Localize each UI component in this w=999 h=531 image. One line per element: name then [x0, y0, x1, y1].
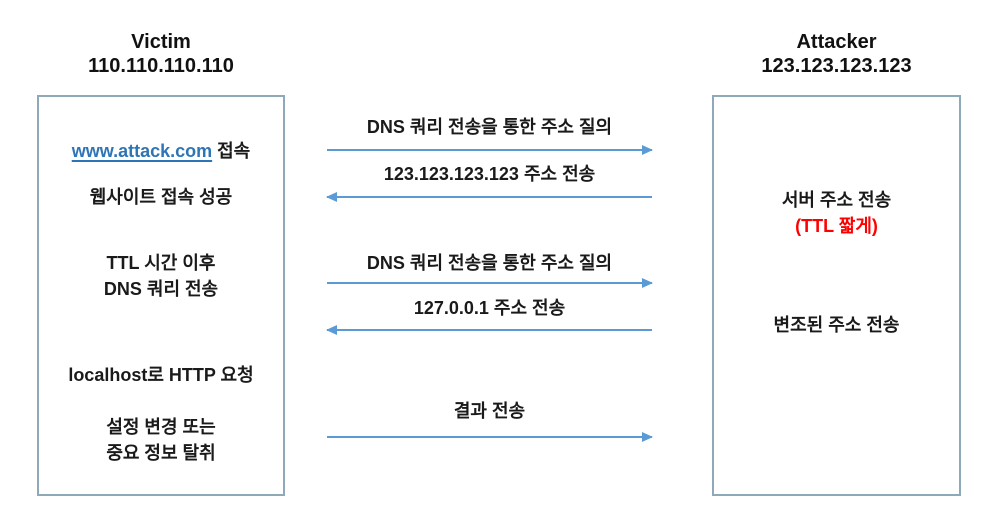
victim-title: Victim [131, 31, 191, 53]
victim-step-localhost-http: localhost로 HTTP 요청 [68, 365, 254, 385]
message-label-dns-query-1: DNS 쿼리 전송을 통한 주소 질의 [366, 117, 613, 137]
message-label-result: 결과 전송 [453, 401, 526, 421]
victim-step-result-line2: 중요 정보 탈취 [106, 443, 216, 463]
attacker-title-block: Attacker 123.123.123.123 [712, 30, 961, 78]
victim-title-block: Victim 110.110.110.110 [37, 30, 285, 78]
victim-ip: 110.110.110.110 [88, 55, 234, 77]
arrow-left-addr-response-1 [326, 192, 652, 202]
attacker-step-send-server-addr: 서버 주소 전송 (TTL 짧게) [714, 187, 959, 239]
attack-site-link-suffix: 접속 [212, 141, 251, 161]
victim-step-result: 설정 변경 또는 중요 정보 탈취 [39, 414, 283, 466]
arrow-right-dns-query-2 [327, 278, 653, 288]
victim-step-connect: www.attack.com 접속 [39, 138, 283, 164]
message-label-addr-response-1: 123.123.123.123 주소 전송 [383, 164, 596, 184]
message-label-dns-query-2: DNS 쿼리 전송을 통한 주소 질의 [366, 253, 613, 273]
victim-step-website-success: 웹사이트 접속 성공 [89, 187, 233, 207]
arrow-left-addr-response-2 [326, 325, 652, 335]
victim-step-ttl-line2: DNS 쿼리 전송 [103, 279, 219, 299]
attacker-step-send-server-addr-line1: 서버 주소 전송 [781, 190, 892, 210]
arrow-right-result [327, 432, 653, 442]
attacker-box: 서버 주소 전송 (TTL 짧게) 변조된 주소 전송 [712, 95, 961, 496]
attacker-step-ttl-short: (TTL 짧게) [795, 216, 878, 236]
attacker-title: Attacker [796, 31, 877, 53]
victim-step-result-line1: 설정 변경 또는 [106, 417, 216, 437]
victim-step-ttl-dns-query: TTL 시간 이후 DNS 쿼리 전송 [39, 250, 283, 302]
victim-step-ttl-line1: TTL 시간 이후 [106, 253, 216, 273]
message-label-addr-response-2: 127.0.0.1 주소 전송 [413, 298, 566, 318]
attack-site-link[interactable]: www.attack.com [71, 141, 213, 161]
victim-box: www.attack.com 접속 웹사이트 접속 성공 TTL 시간 이후 D… [37, 95, 285, 496]
arrow-right-dns-query-1 [327, 145, 653, 155]
attacker-ip: 123.123.123.123 [761, 55, 912, 77]
attacker-step-send-forged-addr: 변조된 주소 전송 [773, 315, 900, 335]
